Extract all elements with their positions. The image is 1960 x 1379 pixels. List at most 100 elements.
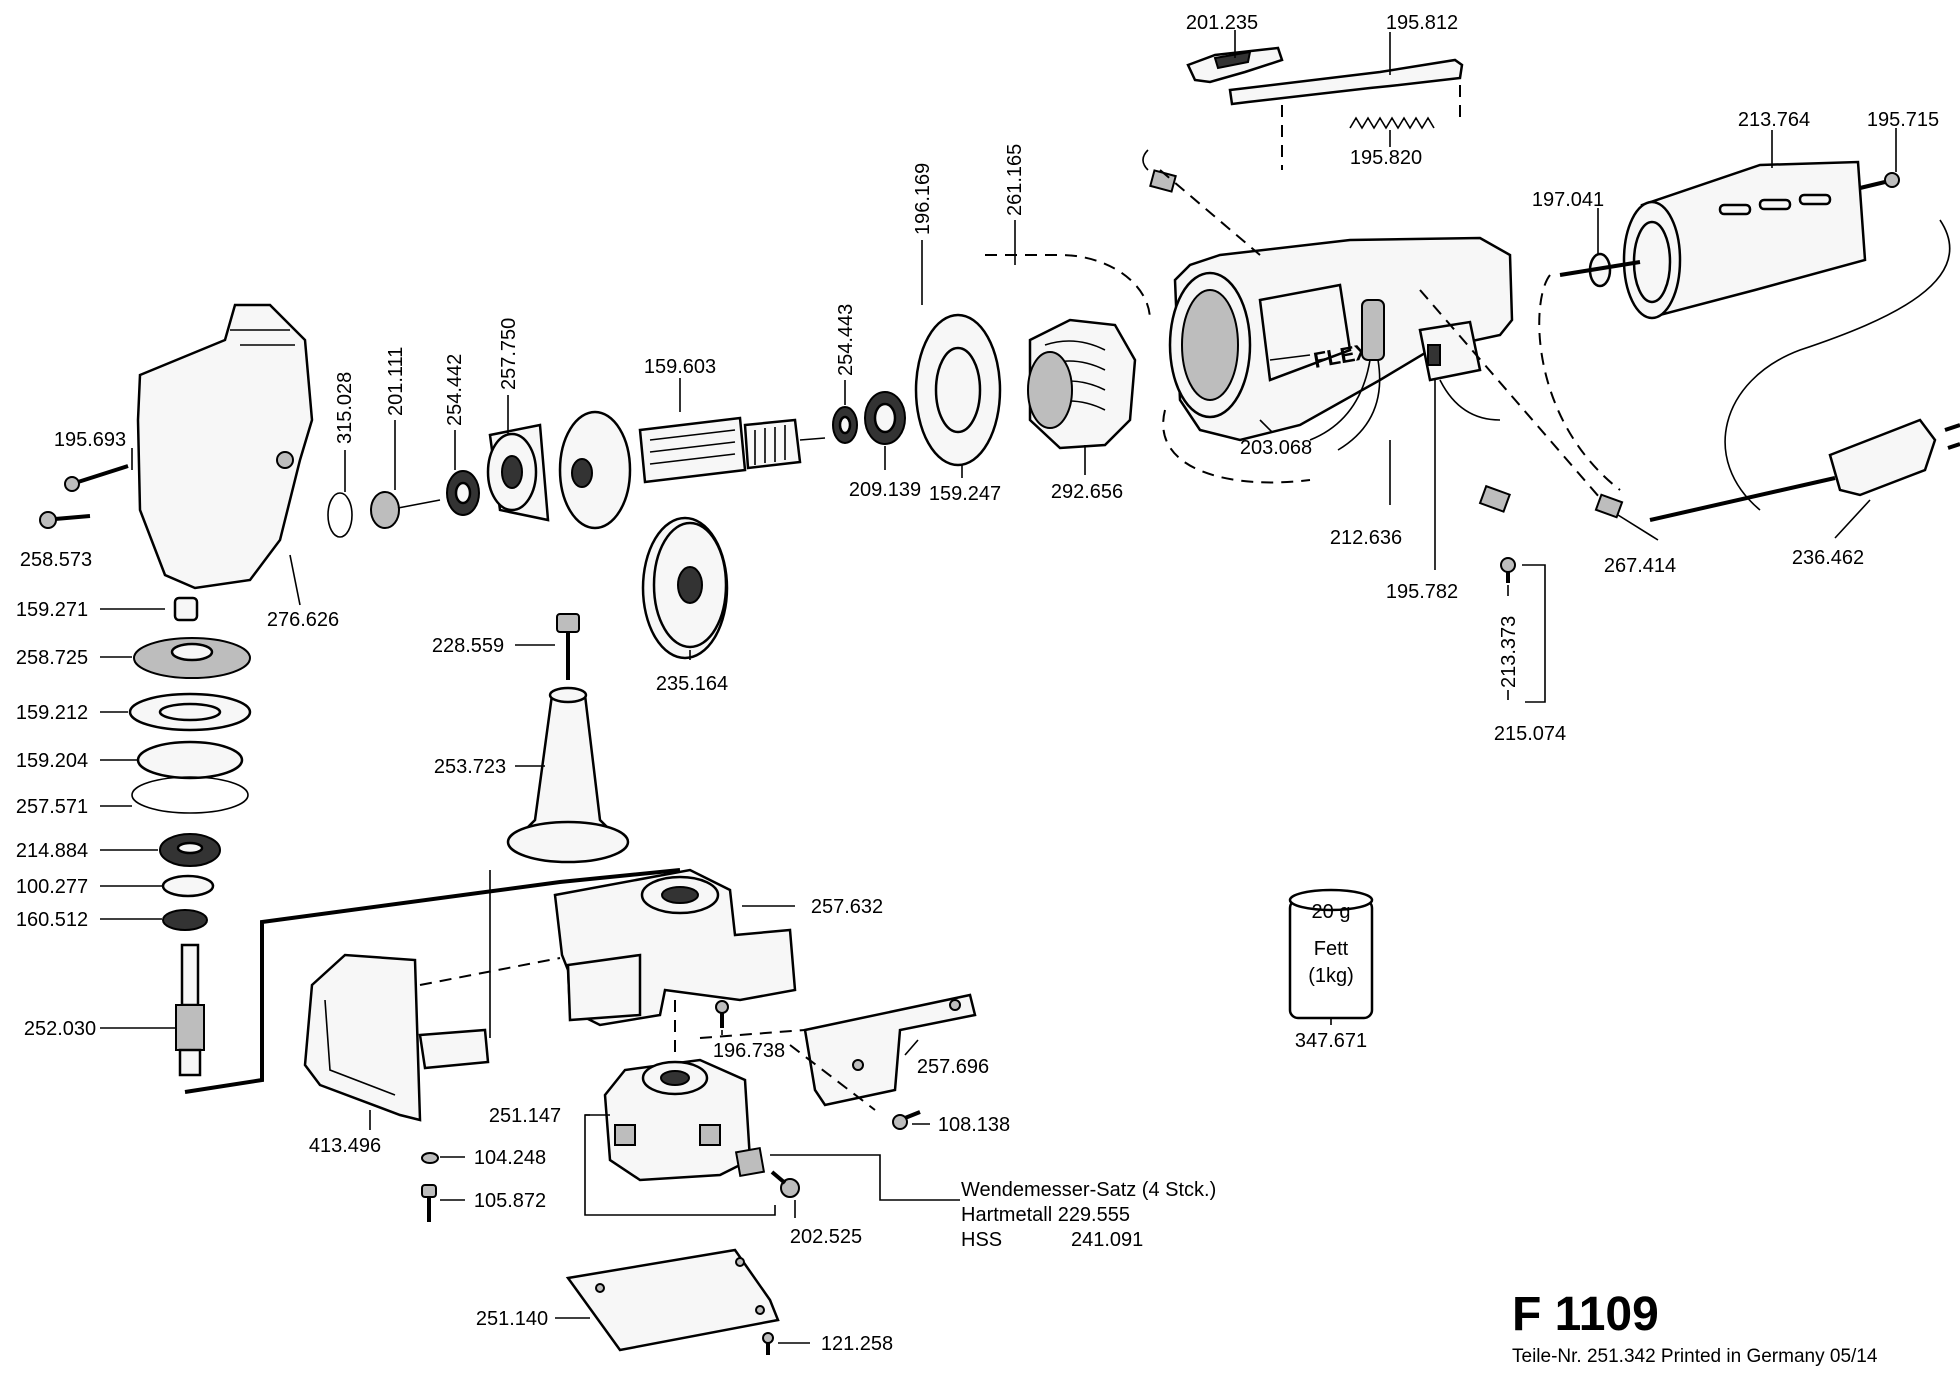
- grease-amount: 20 g: [1312, 901, 1351, 923]
- bevel-gear-part: [133, 637, 251, 679]
- label-315-028: 315.028: [334, 372, 356, 444]
- label-214-884: 214.884: [16, 840, 88, 862]
- label-195-812: 195.812: [1386, 12, 1458, 34]
- chip-guard-part: [303, 953, 490, 1122]
- label-257-750: 257.750: [498, 318, 520, 390]
- screw-258573-part: [39, 511, 91, 529]
- switch-lever-part: [1186, 46, 1464, 170]
- washer-104248-part: [421, 1152, 439, 1164]
- footer-text: Teile-Nr. 251.342 Printed in Germany 05/…: [1512, 1346, 1878, 1367]
- washer-159212-part: [128, 692, 252, 732]
- label-121-258: 121.258: [821, 1333, 893, 1355]
- knife-set-title: Wendemesser-Satz (4 Stck.): [961, 1179, 1216, 1201]
- label-104-248: 104.248: [474, 1147, 546, 1169]
- label-108-138: 108.138: [938, 1114, 1010, 1136]
- label-236-462: 236.462: [1792, 547, 1864, 569]
- bearing-flange-part: [486, 423, 550, 522]
- label-100-277: 100.277: [16, 876, 88, 898]
- bearing-214884-part: [159, 833, 221, 867]
- knife-insert-part: [734, 1146, 766, 1178]
- label-235-164: 235.164: [656, 673, 728, 695]
- label-267-414: 267.414: [1604, 555, 1676, 577]
- label-195-820: 195.820: [1350, 147, 1422, 169]
- label-159-271: 159.271: [16, 599, 88, 621]
- pinion-part: [370, 491, 441, 529]
- label-257-571: 257.571: [16, 796, 88, 818]
- label-197-041: 197.041: [1532, 189, 1604, 211]
- label-159-603: 159.603: [644, 356, 716, 378]
- cutter-head-part: [603, 1058, 752, 1182]
- cover-plate-part: [565, 1248, 780, 1352]
- carbon-brush-part: [1142, 149, 1177, 193]
- label-252-030: 252.030: [24, 1018, 96, 1040]
- leader-lines: [100, 30, 1897, 1344]
- label-251-140: 251.140: [476, 1308, 548, 1330]
- screw-228559-part: [556, 613, 580, 680]
- label-195-715: 195.715: [1867, 109, 1939, 131]
- suppressor-part: [1309, 299, 1385, 451]
- spindle-connection-line: [184, 868, 681, 1094]
- cable-clamp-part: [1478, 484, 1516, 583]
- knife-set-hss-label: HSS: [961, 1229, 1002, 1251]
- label-228-559: 228.559: [432, 635, 504, 657]
- bearing-254443-part: [832, 406, 858, 444]
- motor-housing-part: FLEX: [1168, 236, 1514, 442]
- gear-235164-part: [641, 516, 729, 660]
- ring-160512-part: [162, 909, 208, 931]
- carbon-brush-267414-part: [1594, 493, 1624, 519]
- label-253-723: 253.723: [434, 756, 506, 778]
- label-257-632: 257.632: [811, 896, 883, 918]
- bearing-209-part: [864, 391, 906, 445]
- label-195-782: 195.782: [1386, 581, 1458, 603]
- gear-head-part: [136, 303, 314, 590]
- label-196-169: 196.169: [912, 163, 934, 235]
- label-347-671: 347.671: [1295, 1030, 1367, 1052]
- spindle-part: [175, 943, 205, 1077]
- screw-196738-part: [715, 1000, 729, 1028]
- label-201-235: 201.235: [1186, 12, 1258, 34]
- bearing-254442-part: [446, 470, 480, 516]
- label-258-725: 258.725: [16, 647, 88, 669]
- spacer-159271-part: [173, 596, 199, 622]
- label-215-074: 215.074: [1494, 723, 1566, 745]
- label-251-147: 251.147: [489, 1105, 561, 1127]
- screw-202525-part: [770, 1170, 800, 1198]
- label-203-068: 203.068: [1240, 437, 1312, 459]
- switch-part: [1418, 320, 1501, 421]
- label-254-443: 254.443: [835, 304, 857, 376]
- label-276-626: 276.626: [267, 609, 339, 631]
- label-261-165: 261.165: [1004, 144, 1026, 216]
- label-213-373: 213.373: [1498, 616, 1520, 688]
- stator-part: [1027, 318, 1137, 450]
- screw-108138-part: [892, 1110, 921, 1130]
- label-201-111: 201.111: [385, 347, 407, 416]
- assembly-guides: [419, 169, 1621, 1111]
- grease-pack: (1kg): [1308, 965, 1354, 987]
- screw-121258-part: [762, 1332, 774, 1355]
- label-202-525: 202.525: [790, 1226, 862, 1248]
- part-labels: 201.235 195.812 213.764 195.715 195.820 …: [16, 12, 1939, 1355]
- baffle-disc-part: [914, 313, 1002, 467]
- model-title: F 1109: [1512, 1288, 1659, 1341]
- screw-195693-part: [64, 464, 129, 492]
- label-292-656: 292.656: [1051, 481, 1123, 503]
- ring-159204-part: [136, 740, 244, 780]
- cable-guard-part: [1559, 252, 1641, 288]
- o-ring-part: [327, 492, 353, 538]
- grease-tin-part: 20 g Fett (1kg): [1288, 888, 1374, 1020]
- label-159-212: 159.212: [16, 702, 88, 724]
- screw-195715-part: [1859, 172, 1900, 190]
- knife-set-carbide: Hartmetall 229.555: [961, 1204, 1130, 1226]
- guide-plate-part: [803, 993, 977, 1107]
- label-209-139: 209.139: [849, 479, 921, 501]
- label-413-496: 413.496: [309, 1135, 381, 1157]
- label-160-512: 160.512: [16, 909, 88, 931]
- label-257-696: 257.696: [917, 1056, 989, 1078]
- ring-100277-part: [161, 874, 215, 898]
- label-212-636: 212.636: [1330, 527, 1402, 549]
- grease-name: Fett: [1314, 938, 1349, 960]
- gasket-257571-part: [131, 776, 249, 814]
- knife-set-note: Wendemesser-Satz (4 Stck.) Hartmetall 22…: [961, 1179, 1216, 1251]
- handle-cover-part: [1622, 160, 1867, 320]
